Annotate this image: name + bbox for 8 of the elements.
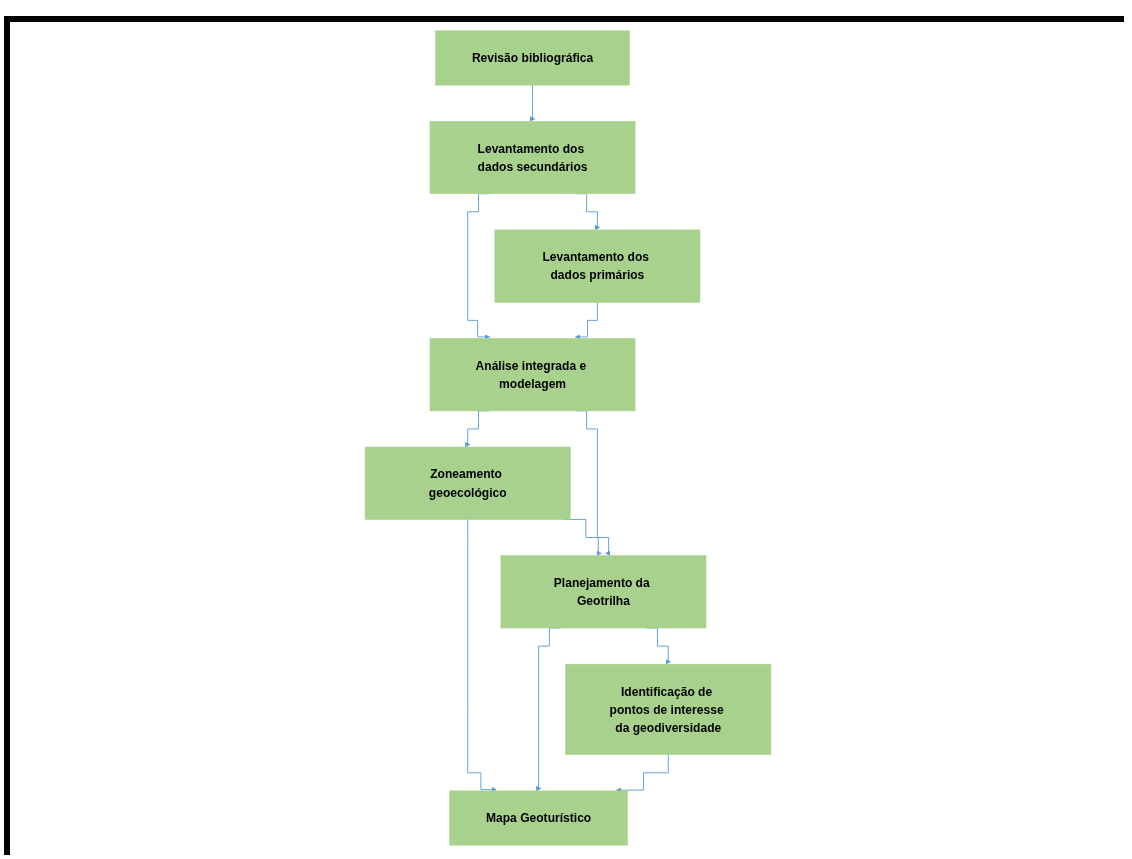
node-box: Mapa Geoturístico [449,790,628,846]
node-box: Identificação de pontos de interesse da geodiversidade [565,663,772,755]
node-box: Revisão bibliográfica [435,30,630,86]
node-box: Planejamento da Geotrilha [500,555,707,629]
node-box: Levantamento dos dados primários [494,229,701,303]
node-box: Zoneamento geoecológico [364,446,571,520]
node-box: Levantamento dos dados secundários [429,121,636,194]
node-box: Análise integrada e modelagem [429,338,636,412]
